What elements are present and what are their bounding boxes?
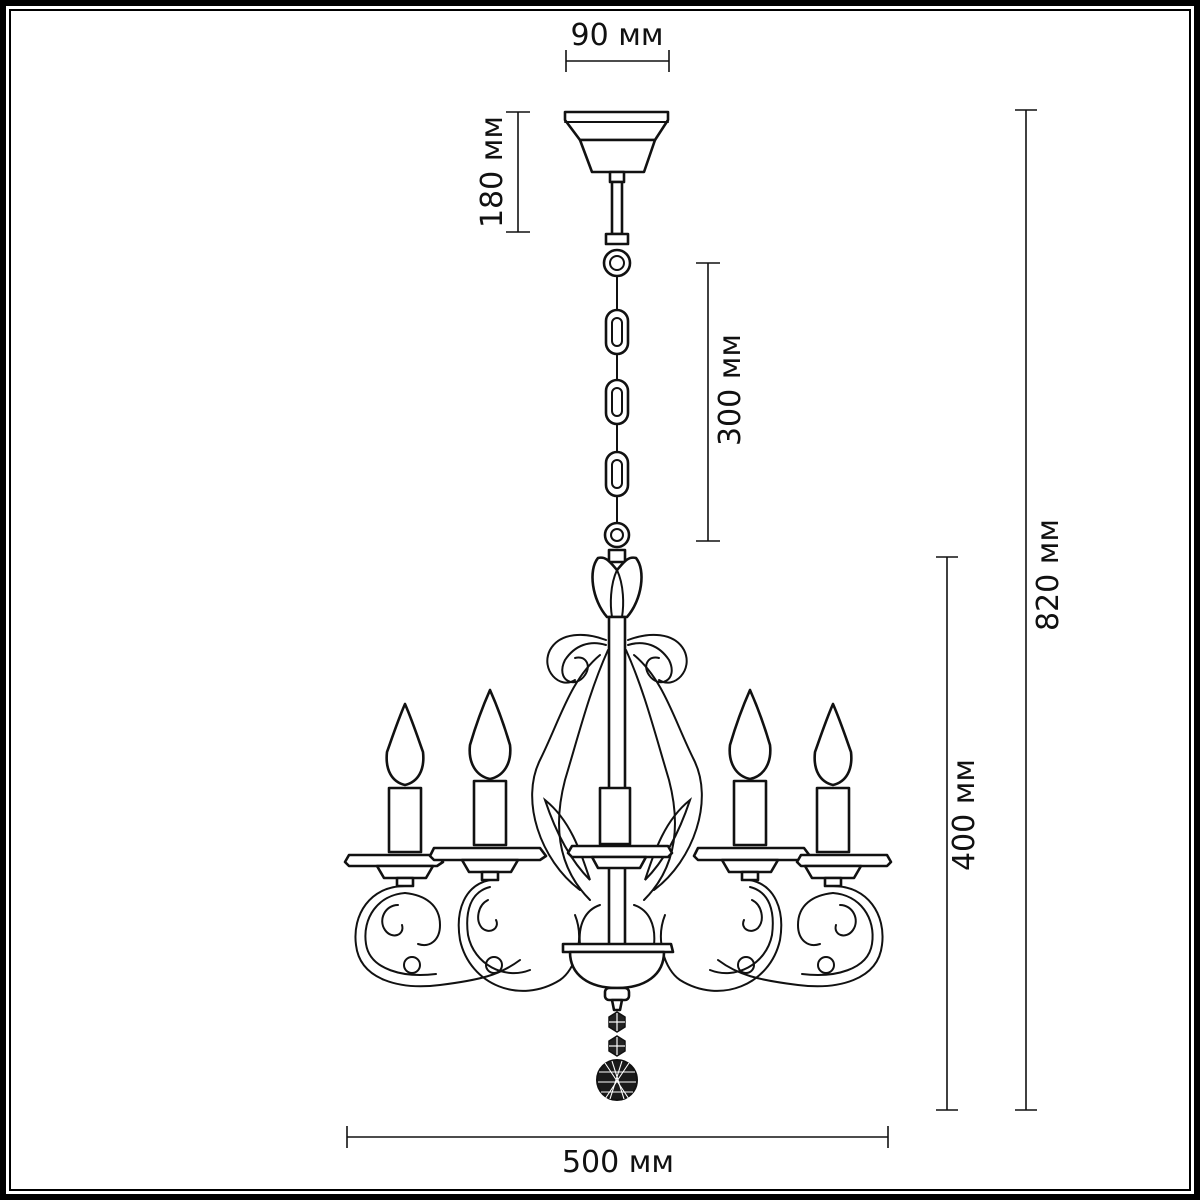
leaf-ornaments bbox=[542, 797, 693, 881]
chain bbox=[603, 275, 631, 549]
dimension-canopy-height: 180 мм bbox=[475, 111, 530, 233]
inner-frame bbox=[9, 9, 1191, 1191]
dimension-chain-length: 300 мм bbox=[696, 262, 748, 542]
candle-arm-3 bbox=[566, 786, 674, 870]
candle-arm-5 bbox=[717, 702, 893, 988]
crystal-pendant bbox=[596, 998, 638, 1101]
body-height-label: 400 мм bbox=[947, 759, 982, 871]
total-height-label: 820 мм bbox=[1031, 519, 1066, 631]
suspension-rod bbox=[602, 180, 632, 278]
canopy-height-label: 180 мм bbox=[475, 116, 510, 228]
candle-arm-1 bbox=[343, 702, 521, 988]
dimension-total-height: 820 мм bbox=[1015, 109, 1066, 1111]
tulip-ornament bbox=[591, 548, 643, 949]
canopy-width-label: 90 мм bbox=[571, 18, 664, 53]
candle-arm-4 bbox=[660, 688, 812, 992]
center-bowl bbox=[561, 904, 675, 1002]
dimension-diameter: 500 мм bbox=[346, 1126, 889, 1180]
candle-arm-2 bbox=[428, 688, 580, 992]
diameter-label: 500 мм bbox=[562, 1145, 674, 1180]
dimension-canopy-width: 90 мм bbox=[565, 18, 670, 72]
upper-scroll-arms bbox=[531, 633, 703, 901]
dimension-body-height: 400 мм bbox=[936, 556, 982, 1111]
ceiling-canopy bbox=[563, 110, 670, 184]
chain-length-label: 300 мм bbox=[713, 334, 748, 446]
